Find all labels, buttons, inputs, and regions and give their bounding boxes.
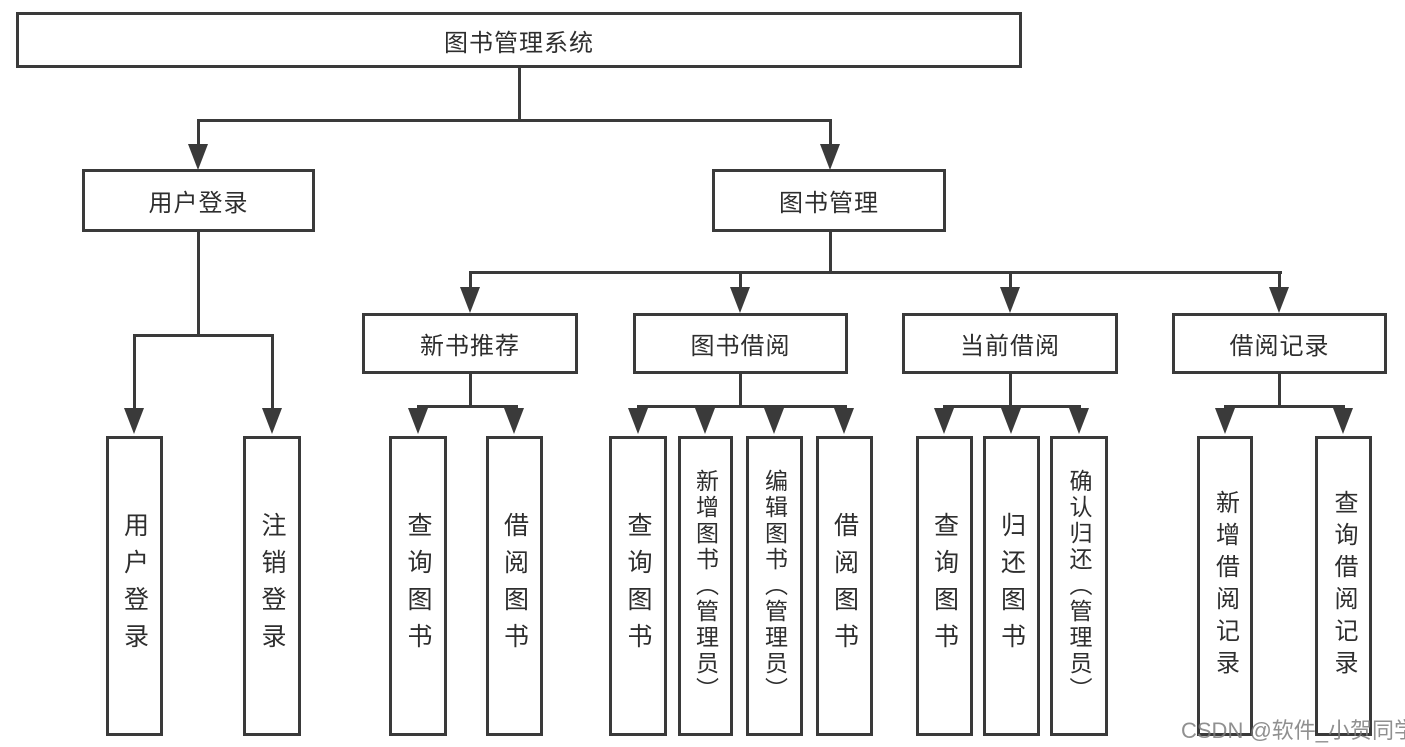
arrowhead-to-query-books-3 xyxy=(934,408,954,434)
arrowhead-to-user-login-leaf xyxy=(124,408,144,434)
node-current-borrowing: 当前借阅 xyxy=(902,313,1118,374)
connector-records-bar xyxy=(1224,405,1345,408)
leaf-return-books: 归还图书 xyxy=(983,436,1040,736)
leaf-query-books-borrowing: 查询图书 xyxy=(609,436,667,736)
leaf-logout: 注销登录 xyxy=(243,436,301,736)
node-new-book-recommend: 新书推荐 xyxy=(362,313,578,374)
connector-book-management-drop-2 xyxy=(739,271,742,289)
leaf-confirm-return-admin: 确认归还（管理员） xyxy=(1050,436,1108,736)
connector-book-management-bar xyxy=(469,271,1282,274)
connector-root-bar xyxy=(197,119,832,122)
arrowhead-to-new-book-recommend xyxy=(460,287,480,313)
connector-root-drop-right xyxy=(829,119,832,146)
connector-borrowing-bar xyxy=(637,405,847,408)
arrowhead-to-edit-books xyxy=(764,408,784,434)
arrowhead-to-query-record xyxy=(1333,408,1353,434)
arrowhead-to-confirm-return xyxy=(1069,408,1089,434)
connector-user-login-drop-2 xyxy=(271,334,274,409)
arrowhead-to-borrow-books-1 xyxy=(504,408,524,434)
leaf-query-borrow-record: 查询借阅记录 xyxy=(1315,436,1372,736)
connector-new-book-stem xyxy=(469,374,472,407)
arrowhead-to-book-borrowing xyxy=(730,287,750,313)
connector-borrowing-stem xyxy=(739,374,742,407)
connector-root-stem xyxy=(518,68,521,120)
connector-root-drop-left xyxy=(197,119,200,146)
arrowhead-to-current-borrowing xyxy=(1000,287,1020,313)
csdn-watermark: CSDN @软件_小贺同学 xyxy=(1181,718,1405,743)
arrowhead-to-borrow-books-2 xyxy=(834,408,854,434)
leaf-query-books-current: 查询图书 xyxy=(916,436,973,736)
arrowhead-to-add-record xyxy=(1215,408,1235,434)
connector-book-management-drop-4 xyxy=(1278,271,1281,289)
connector-user-login-bar xyxy=(133,334,274,337)
connector-book-management-stem xyxy=(829,232,832,273)
leaf-borrow-books-borrowing: 借阅图书 xyxy=(816,436,873,736)
arrowhead-to-logout-leaf xyxy=(262,408,282,434)
arrowhead-to-return-books xyxy=(1001,408,1021,434)
leaf-query-books-recommend: 查询图书 xyxy=(389,436,447,736)
connector-book-management-drop-1 xyxy=(469,271,472,289)
connector-user-login-stem xyxy=(197,232,200,336)
connector-book-management-drop-3 xyxy=(1009,271,1012,289)
arrowhead-to-book-management xyxy=(820,144,840,170)
arrowhead-to-add-books xyxy=(695,408,715,434)
connector-user-login-drop-1 xyxy=(133,334,136,409)
connector-new-book-bar xyxy=(417,405,518,408)
arrowhead-to-query-books-2 xyxy=(628,408,648,434)
node-book-management: 图书管理 xyxy=(712,169,946,232)
leaf-edit-books-admin: 编辑图书（管理员） xyxy=(746,436,803,736)
arrowhead-to-borrowing-records xyxy=(1269,287,1289,313)
node-book-borrowing: 图书借阅 xyxy=(633,313,848,374)
connector-current-stem xyxy=(1009,374,1012,407)
leaf-user-login: 用户登录 xyxy=(106,436,163,736)
node-library-management-system: 图书管理系统 xyxy=(16,12,1022,68)
node-user-login: 用户登录 xyxy=(82,169,315,232)
connector-current-bar xyxy=(943,405,1081,408)
connector-records-stem xyxy=(1278,374,1281,407)
leaf-add-books-admin: 新增图书（管理员） xyxy=(678,436,733,736)
arrowhead-to-query-books-1 xyxy=(408,408,428,434)
leaf-borrow-books-recommend: 借阅图书 xyxy=(486,436,543,736)
leaf-add-borrow-record: 新增借阅记录 xyxy=(1197,436,1253,736)
node-borrowing-records: 借阅记录 xyxy=(1172,313,1387,374)
arrowhead-to-user-login xyxy=(188,144,208,170)
